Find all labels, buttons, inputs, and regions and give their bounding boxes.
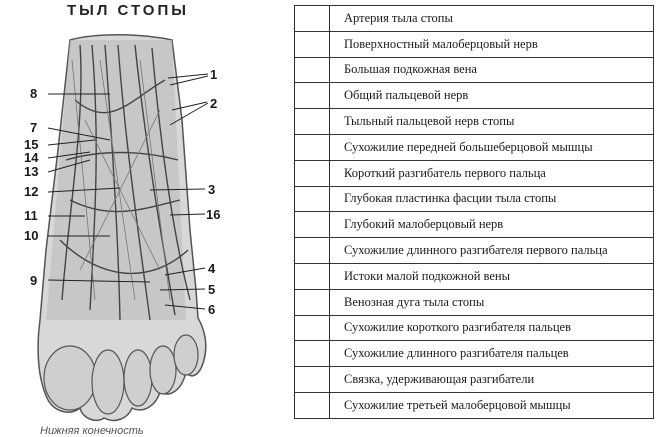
legend-term: Связка, удерживающая разгибатели xyxy=(329,366,654,393)
legend-term: Глубокий малоберцовый нерв xyxy=(329,211,654,239)
legend-row: Глубокая пластинка фасции тыла стопы xyxy=(294,185,654,213)
legend-row: Тыльный пальцевой нерв стопы xyxy=(294,108,654,135)
legend-row: Сухожилие длинного разгибателя пальцев xyxy=(294,340,654,368)
label-13: 13 xyxy=(24,164,39,179)
label-2: 2 xyxy=(210,96,218,111)
caption: Нижняя конечность xyxy=(40,425,144,437)
legend-number-cell xyxy=(294,185,330,213)
legend-term: Поверхностный малоберцовый нерв xyxy=(329,30,654,58)
legend-row: Сухожилие третьей малоберцовой мышцы xyxy=(294,391,654,419)
legend-number-cell xyxy=(294,237,330,264)
legend-term: Сухожилие длинного разгибателя пальцев xyxy=(329,340,654,368)
legend-row: Короткий разгибатель первого пальца xyxy=(294,159,654,187)
legend-row: Венозная дуга тыла стопы xyxy=(294,288,654,316)
legend-number-cell xyxy=(294,366,330,393)
label-12: 12 xyxy=(24,184,39,199)
legend-term: Сухожилие передней большеберцовой мышцы xyxy=(329,133,654,161)
legend-row: Истоки малой подкожной вены xyxy=(294,262,654,290)
legend-number-cell xyxy=(294,391,330,419)
label-8: 8 xyxy=(30,86,38,101)
legend-number-cell xyxy=(294,211,330,239)
legend-row: Артерия тыла стопы xyxy=(294,5,654,32)
legend-term: Большая подкожная вена xyxy=(329,56,654,84)
legend-number-cell xyxy=(294,30,330,58)
label-15: 15 xyxy=(24,137,39,152)
legend-row: Сухожилие длинного разгибателя первого п… xyxy=(294,237,654,264)
legend-term: Истоки малой подкожной вены xyxy=(329,262,654,290)
legend-number-cell xyxy=(294,5,330,32)
label-9: 9 xyxy=(30,273,38,288)
legend-row: Сухожилие короткого разгибателя пальцев xyxy=(294,314,654,342)
foot-illustration xyxy=(37,34,209,422)
legend-number-cell xyxy=(294,82,330,110)
legend-term: Венозная дуга тыла стопы xyxy=(329,288,654,316)
legend-number-cell xyxy=(294,133,330,161)
legend-term: Тыльный пальцевой нерв стопы xyxy=(329,108,654,135)
legend-row: Общий пальцевой нерв xyxy=(294,82,654,110)
legend-number-cell xyxy=(294,108,330,135)
legend-term: Глубокая пластинка фасции тыла стопы xyxy=(329,185,654,213)
legend-row: Связка, удерживающая разгибатели xyxy=(294,366,654,393)
label-1: 1 xyxy=(210,67,218,82)
legend-number-cell xyxy=(294,314,330,342)
label-3: 3 xyxy=(208,182,216,197)
legend-number-cell xyxy=(294,288,330,316)
legend-term: Общий пальцевой нерв xyxy=(329,82,654,110)
legend-row: Большая подкожная вена xyxy=(294,56,654,84)
legend-term: Короткий разгибатель первого пальца xyxy=(329,159,654,187)
legend-number-cell xyxy=(294,262,330,290)
legend-row: Поверхностный малоберцовый нерв xyxy=(294,30,654,58)
label-14: 14 xyxy=(24,150,39,165)
label-5: 5 xyxy=(208,282,216,297)
label-10: 10 xyxy=(24,228,39,243)
legend-row: Сухожилие передней большеберцовой мышцы xyxy=(294,133,654,161)
legend-number-cell xyxy=(294,159,330,187)
label-16: 16 xyxy=(206,207,221,222)
label-6: 6 xyxy=(208,302,216,317)
legend-number-cell xyxy=(294,56,330,84)
label-4: 4 xyxy=(208,261,216,276)
label-7: 7 xyxy=(30,120,38,135)
legend-term: Сухожилие короткого разгибателя пальцев xyxy=(329,314,654,342)
legend-term: Сухожилие длинного разгибателя первого п… xyxy=(329,237,654,264)
legend-row: Глубокий малоберцовый нерв xyxy=(294,211,654,239)
page-title: ТЫЛ СТОПЫ xyxy=(67,2,189,19)
label-11: 11 xyxy=(24,208,38,223)
legend-number-cell xyxy=(294,340,330,368)
legend-term: Артерия тыла стопы xyxy=(329,5,654,32)
legend-term: Сухожилие третьей малоберцовой мышцы xyxy=(329,391,654,419)
